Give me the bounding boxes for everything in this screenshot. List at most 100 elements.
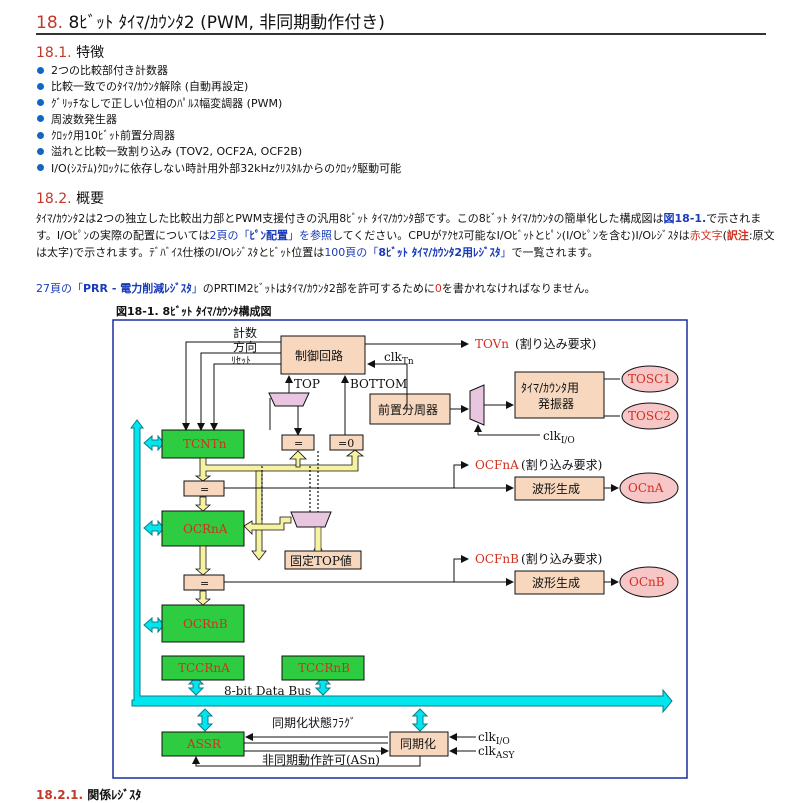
tosc2-label: TOSC2	[628, 409, 671, 423]
section-number: 18.2.1.	[36, 788, 84, 802]
ocfb-note: (割り込み要求)	[521, 551, 602, 566]
link-text: 」を参照	[287, 229, 332, 242]
ocra-register	[161, 510, 245, 547]
ocra-label: OCRnA	[183, 522, 228, 536]
feature-item: 比較一致でのﾀｲﾏ/ｶｳﾝﾀ解除 (自動再設定)	[37, 79, 401, 95]
heading-number: 18.	[36, 13, 64, 33]
pin-link[interactable]: 2頁の「ﾋﾟﾝ配置」を参照	[209, 229, 332, 242]
bottom-label: BOTTOM	[350, 377, 407, 391]
reset-label: ﾘｾｯﾄ	[231, 355, 251, 367]
link-text: 8ﾋﾞｯﾄ ﾀｲﾏ/ｶｳﾝﾀ2用ﾚｼﾞｽﾀ	[378, 246, 501, 259]
heading-title: 8ﾋﾞｯﾄ ﾀｲﾏ/ｶｳﾝﾀ2 (PWM, 非同期動作付き)	[68, 13, 385, 33]
section-number: 18.1.	[36, 45, 72, 61]
link-text: 100頁の「	[324, 246, 379, 259]
section-features-heading: 18.1. 特徴	[36, 42, 104, 62]
link-text: 27頁の「	[36, 282, 83, 295]
eq-top-label: =	[294, 437, 303, 450]
link-text: ﾋﾟﾝ配置	[249, 229, 288, 242]
feature-item: I/O(ｼｽﾃﾑ)ｸﾛｯｸに依存しない時計用外部32kHzｸﾘｽﾀﾙからのｸﾛｯ…	[37, 161, 401, 177]
data-bus	[130, 419, 673, 732]
tovn-label: TOVn	[475, 337, 509, 351]
text: のPRTIM2ﾋﾞｯﾄはﾀｲﾏ/ｶｳﾝﾀ2部を許可するために	[202, 282, 435, 295]
ocfb-label: OCFnB	[475, 552, 519, 566]
top-label: TOP	[294, 377, 320, 391]
tccrb-register	[281, 655, 365, 681]
text: :原文は太字)で示されます。ﾃﾞﾊﾞｲｽ仕様のI/Oﾚｼﾞｽﾀとﾋﾞｯﾄ位置は	[36, 229, 775, 259]
eq-zero-label: =0	[338, 437, 354, 450]
tcnt-register	[161, 429, 245, 459]
tccrb-label: TCCRnB	[298, 661, 350, 675]
red-text: 赤文字	[689, 229, 723, 242]
prescaler-block	[369, 393, 451, 425]
prr-paragraph: 27頁の「PRR - 電力削減ﾚｼﾞｽﾀ」のPRTIM2ﾋﾞｯﾄはﾀｲﾏ/ｶｳﾝ…	[36, 281, 596, 297]
section-title: 概要	[76, 191, 105, 207]
link-text: 」	[500, 246, 512, 259]
feature-item: 周波数発生器	[37, 112, 401, 128]
eq-zero-comparator	[329, 434, 364, 451]
features-list: 2つの比較部付き計数器 比較一致でのﾀｲﾏ/ｶｳﾝﾀ解除 (自動再設定) ｸﾞﾘ…	[37, 63, 401, 177]
text: を書かれなければなりません。	[441, 282, 596, 295]
ocna-pin	[619, 472, 679, 504]
figure-link[interactable]: 図18-1.	[663, 212, 707, 225]
feature-item: ｸﾞﾘｯﾁなしで正しい位相のﾊﾟﾙｽ幅変調器 (PWM)	[37, 96, 401, 112]
tcnt-label: TCNTn	[183, 437, 227, 451]
control-logic-block	[280, 335, 366, 375]
count-label: 計数	[233, 325, 257, 340]
section-overview-heading: 18.2. 概要	[36, 188, 104, 208]
tccra-register	[161, 655, 245, 681]
top-mux	[268, 392, 310, 407]
register-link[interactable]: 100頁の「8ﾋﾞｯﾄ ﾀｲﾏ/ｶｳﾝﾀ2用ﾚｼﾞｽﾀ」	[324, 246, 511, 259]
heading-rule	[36, 33, 766, 35]
ocnb-pin	[619, 566, 679, 598]
ocfa-note: (割り込み要求)	[521, 457, 602, 472]
link-text: 」	[191, 282, 203, 295]
clock-mux	[469, 384, 485, 426]
page-heading: 18. 8ﾋﾞｯﾄ ﾀｲﾏ/ｶｳﾝﾀ2 (PWM, 非同期動作付き)	[36, 8, 385, 33]
ocna-label: OCnA	[628, 481, 664, 495]
oscillator-block	[514, 371, 605, 419]
ocrb-label: OCRnB	[183, 617, 228, 631]
feature-item: 溢れと比較一致割り込み (TOV2, OCF2A, OCF2B)	[37, 144, 401, 160]
direction-label: 方向	[233, 339, 257, 354]
text: で一覧されます。	[511, 246, 599, 259]
compare-mux	[290, 511, 332, 528]
tosc1-label: TOSC1	[628, 372, 671, 386]
clkio-label: clkI/O	[543, 429, 575, 446]
overview-paragraph: ﾀｲﾏ/ｶｳﾝﾀ2は2つの独立した比較出力部とPWM支援付きの汎用8ﾋﾞｯﾄ ﾀ…	[36, 210, 776, 261]
text: してください。CPUがｱｸｾｽ可能なI/Oﾋﾞｯﾄとﾋﾟﾝ(I/Oﾋﾟﾝを含む)…	[331, 229, 690, 242]
tosc1-pin	[621, 365, 679, 393]
note-text: 訳注	[726, 229, 749, 242]
ocrb-register	[161, 604, 245, 643]
section-number: 18.2.	[36, 191, 72, 207]
tosc2-pin	[621, 402, 679, 430]
waveform-a-label: 波形生成	[532, 482, 580, 496]
tovn-note: (割り込み要求)	[515, 336, 596, 351]
compare-b-label: =	[200, 577, 209, 590]
link-text: PRR - 電力削減ﾚｼﾞｽﾀ	[83, 282, 192, 295]
prescaler-label: 前置分周器	[378, 402, 438, 417]
figure-frame	[112, 319, 688, 779]
section-title: 特徴	[76, 45, 105, 61]
control-logic-label: 制御回路	[295, 348, 343, 363]
fixed-top-block	[284, 550, 362, 570]
section-title: 関係ﾚｼﾞｽﾀ	[87, 788, 142, 802]
ocfa-label: OCFnA	[475, 458, 519, 472]
sync-flag-label: 同期化状態ﾌﾗｸﾞ	[272, 715, 356, 730]
waveform-b-label: 波形生成	[532, 576, 580, 590]
oscillator-label-1: ﾀｲﾏ/ｶｳﾝﾀ用	[521, 381, 579, 395]
prr-link[interactable]: 27頁の「PRR - 電力削減ﾚｼﾞｽﾀ」	[36, 282, 203, 295]
async-enable-label: 非同期動作許可(ASn)	[262, 753, 380, 767]
text: (	[722, 229, 727, 242]
assr-label: ASSR	[186, 737, 222, 751]
figure-title: 図18-1. 8ﾋﾞｯﾄ ﾀｲﾏ/ｶｳﾝﾀ構成図	[116, 305, 272, 318]
compare-a-label: =	[200, 483, 209, 496]
data-bus-label: 8-bit Data Bus	[224, 684, 311, 698]
fixed-top-label: 固定TOP値	[290, 553, 352, 568]
sync-block	[389, 731, 449, 757]
assr-register	[161, 731, 245, 757]
ocnb-label: OCnB	[629, 575, 665, 589]
red-text: 0	[434, 282, 442, 295]
text: で示されます。I/Oﾋﾟﾝの実際の配置については	[36, 212, 762, 242]
text: ﾀｲﾏ/ｶｳﾝﾀ2は2つの独立した比較出力部とPWM支援付きの汎用8ﾋﾞｯﾄ ﾀ…	[36, 212, 664, 225]
